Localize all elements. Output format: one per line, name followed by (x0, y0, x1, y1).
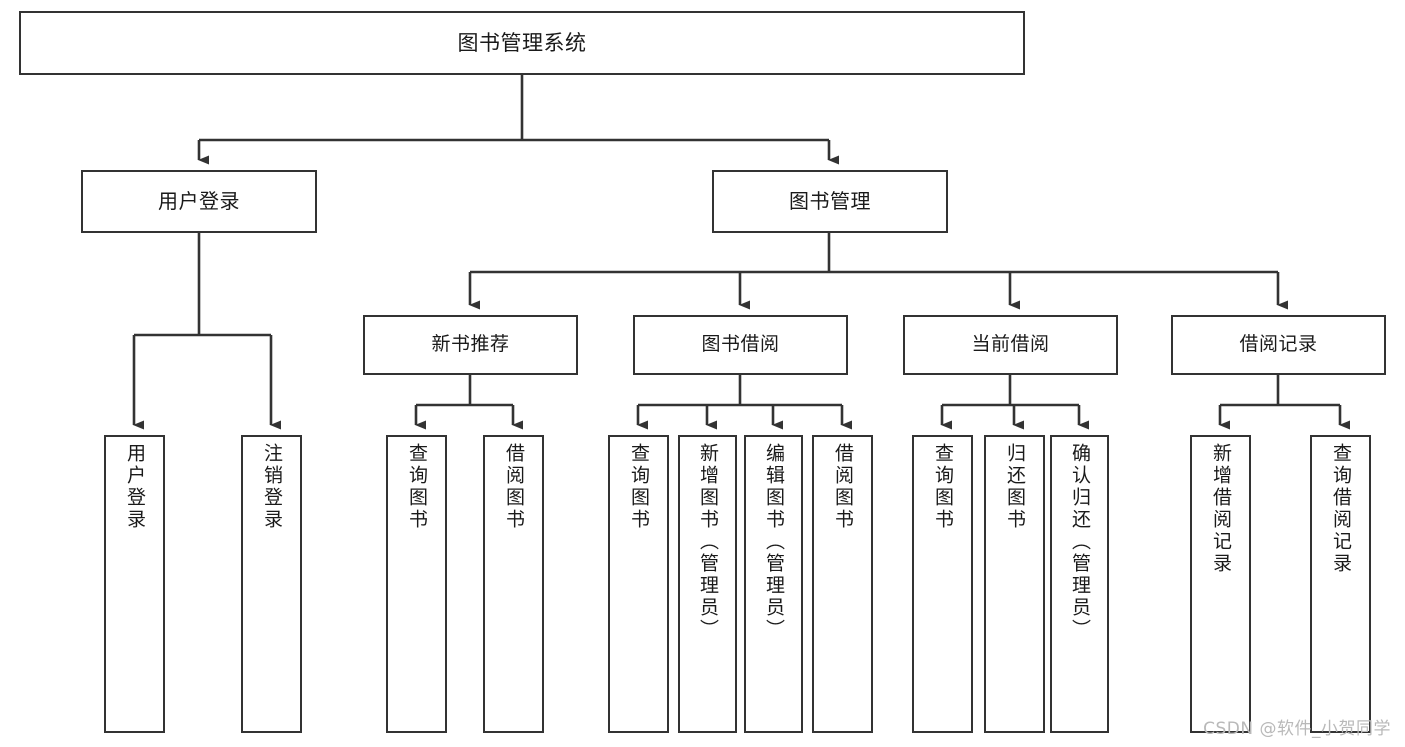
node-label: 查询图书 (406, 443, 428, 531)
node-label: 图书管理 (789, 189, 871, 213)
node-label: 新书推荐 (431, 333, 510, 356)
node-label: 借阅记录 (1239, 333, 1318, 356)
node-label: 编辑图书（管理员） (763, 443, 785, 641)
node-current-borrow[interactable]: 当前借阅 (903, 315, 1118, 375)
node-label: 借阅图书 (832, 443, 854, 531)
node-new-book-recommend[interactable]: 新书推荐 (363, 315, 578, 375)
node-label: 借阅图书 (503, 443, 525, 531)
node-root-system[interactable]: 图书管理系统 (19, 11, 1025, 75)
node-label: 查询图书 (628, 443, 650, 531)
node-label: 图书管理系统 (457, 30, 587, 55)
node-leaf-query-book-3[interactable]: 查询图书 (912, 435, 973, 733)
node-label: 查询图书 (932, 443, 954, 531)
node-leaf-query-book-2[interactable]: 查询图书 (608, 435, 669, 733)
node-label: 注销登录 (261, 443, 283, 531)
node-leaf-borrow-book-1[interactable]: 借阅图书 (483, 435, 544, 733)
node-label: 新增借阅记录 (1210, 443, 1232, 575)
watermark-text: CSDN @软件_小贺同学 (1203, 719, 1391, 739)
node-label: 归还图书 (1004, 443, 1026, 531)
node-label: 用户登录 (124, 443, 146, 531)
node-user-login[interactable]: 用户登录 (81, 170, 317, 233)
node-leaf-edit-book[interactable]: 编辑图书（管理员） (744, 435, 803, 733)
node-leaf-user-logout[interactable]: 注销登录 (241, 435, 302, 733)
node-label: 用户登录 (158, 189, 240, 213)
node-borrow-record[interactable]: 借阅记录 (1171, 315, 1386, 375)
node-leaf-confirm-return[interactable]: 确认归还（管理员） (1050, 435, 1109, 733)
node-leaf-borrow-book-2[interactable]: 借阅图书 (812, 435, 873, 733)
node-label: 新增图书（管理员） (697, 443, 719, 641)
node-leaf-query-borrow-record[interactable]: 查询借阅记录 (1310, 435, 1371, 733)
node-label: 当前借阅 (971, 333, 1050, 356)
node-label: 查询借阅记录 (1330, 443, 1352, 575)
node-leaf-return-book[interactable]: 归还图书 (984, 435, 1045, 733)
node-leaf-add-book[interactable]: 新增图书（管理员） (678, 435, 737, 733)
node-label: 图书借阅 (701, 333, 780, 356)
node-leaf-query-book-1[interactable]: 查询图书 (386, 435, 447, 733)
node-book-borrow[interactable]: 图书借阅 (633, 315, 848, 375)
node-book-manage[interactable]: 图书管理 (712, 170, 948, 233)
node-label: 确认归还（管理员） (1069, 443, 1091, 641)
node-leaf-user-login[interactable]: 用户登录 (104, 435, 165, 733)
node-leaf-add-borrow-record[interactable]: 新增借阅记录 (1190, 435, 1251, 733)
